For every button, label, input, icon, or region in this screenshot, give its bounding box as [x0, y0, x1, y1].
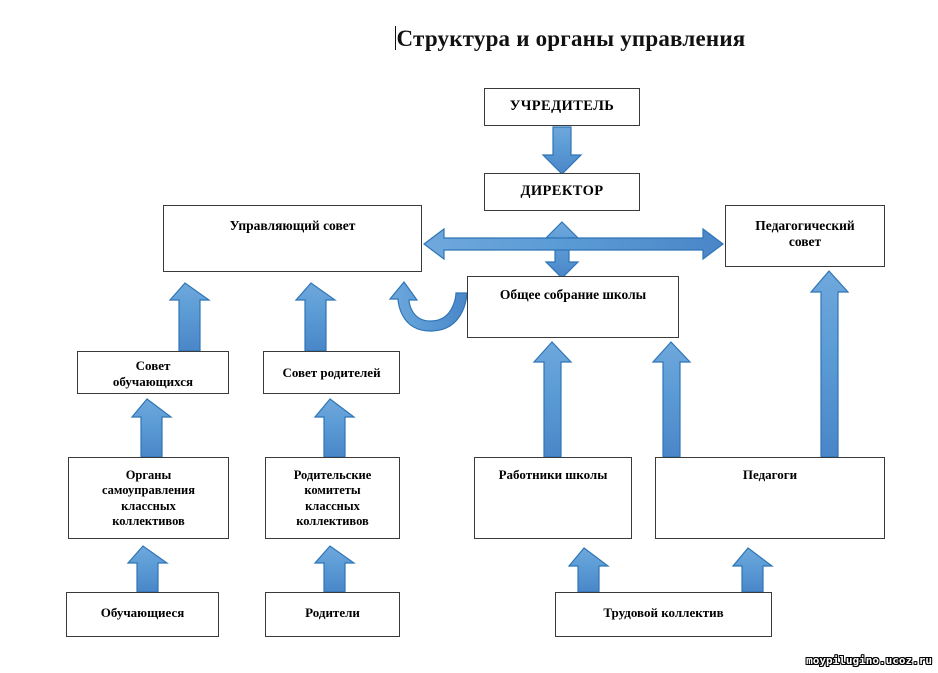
arrow-obuch-to-organy [126, 545, 169, 593]
node-sovet-obuchayushchihsya-label: Совет обучающихся [112, 358, 194, 389]
node-sovet-obuchayushchihsya[interactable]: Совет обучающихся [77, 351, 229, 394]
node-trudovoy-kollektiv-label: Трудовой коллектив [603, 605, 724, 620]
node-obshchee-sobranie-label: Общее собрание школы [499, 287, 647, 302]
node-upravlyayushchiy-sovet-label: Управляющий совет [229, 218, 356, 233]
arrow-sovetobuch-to-upravsovet [168, 282, 211, 352]
node-pedagogi[interactable]: Педагоги [655, 457, 885, 539]
arrow-roditeli-to-roditkom [313, 545, 356, 593]
arrow-direktor-to-obshchee-sobranie [544, 221, 580, 279]
arrow-trudkol-to-pedagogi [731, 547, 774, 593]
arrow-pedagogi-to-obshchee [651, 341, 692, 458]
node-obuchayushchiesya[interactable]: Обучающиеся [66, 592, 219, 637]
node-direktor-label: ДИРЕКТОР [520, 183, 604, 199]
node-obuchayushchiesya-label: Обучающиеся [100, 605, 185, 620]
node-trudovoy-kollektiv[interactable]: Трудовой коллектив [555, 592, 772, 637]
node-upravlyayushchiy-sovet[interactable]: Управляющий совет [163, 205, 422, 272]
arrow-rabotniki-to-obshchee [532, 341, 573, 458]
arrow-trudkol-to-rabotniki [567, 547, 610, 593]
node-rabotniki-shkoly[interactable]: Работники школы [474, 457, 632, 539]
arrow-curved-obshchee-to-upravsovet [388, 281, 468, 332]
node-organy-samoupravleniya[interactable]: Органы самоуправления классных коллектив… [68, 457, 229, 539]
node-sovet-roditeley-label: Совет родителей [282, 365, 381, 380]
node-pedagogicheskiy-sovet-label: Педагогический совет [755, 218, 855, 250]
arrow-uchreditel-to-direktor [541, 126, 583, 175]
node-roditeli[interactable]: Родители [265, 592, 400, 637]
page-title-text: Структура и органы управления [396, 26, 746, 51]
node-direktor[interactable]: ДИРЕКТОР [484, 173, 640, 211]
node-pedagogi-label: Педагоги [742, 467, 798, 482]
arrow-pedagogi-to-pedsovet [809, 270, 850, 458]
node-sovet-roditeley[interactable]: Совет родителей [263, 351, 400, 394]
page-title: Структура и органы управления [355, 26, 785, 52]
node-organy-samoupravleniya-label: Органы самоуправления классных коллектив… [101, 468, 196, 528]
node-uchreditel[interactable]: УЧРЕДИТЕЛЬ [484, 88, 640, 126]
node-roditelskie-komitety[interactable]: Родительские комитеты классных коллектив… [265, 457, 400, 539]
text-cursor [394, 26, 396, 50]
arrow-sovetrod-to-upravsovet [294, 282, 337, 352]
arrow-upravsovet-to-pedsovet [423, 227, 724, 261]
arrow-roditkom-to-sovetrod [313, 398, 356, 458]
node-roditeli-label: Родители [305, 605, 360, 620]
node-rabotniki-shkoly-label: Работники школы [498, 467, 608, 482]
watermark: moypilugino.ucoz.ru [806, 654, 932, 667]
node-obshchee-sobranie[interactable]: Общее собрание школы [467, 276, 679, 338]
arrow-organy-to-sovetobuch [130, 398, 173, 458]
node-roditelskie-komitety-label: Родительские комитеты классных коллектив… [293, 468, 372, 528]
node-pedagogicheskiy-sovet[interactable]: Педагогический совет [725, 205, 885, 267]
node-uchreditel-label: УЧРЕДИТЕЛЬ [509, 98, 615, 114]
